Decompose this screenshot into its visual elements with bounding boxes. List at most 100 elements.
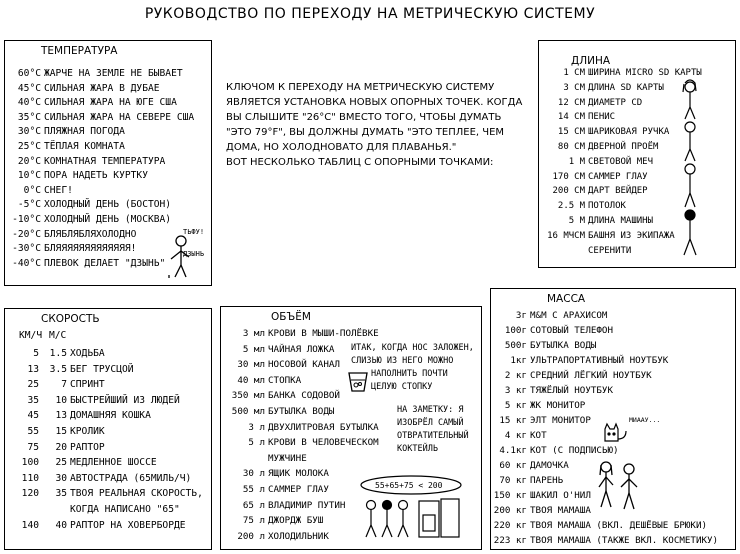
length-label: ПОТОЛОК [588, 201, 626, 212]
mass-value: 500г [504, 340, 527, 351]
mass-label: M&M С АРАХИСОМ [530, 310, 608, 321]
speed-ms: 10 [55, 394, 67, 406]
stick-figure-tower [682, 79, 697, 256]
speed-ms: 35 [55, 488, 67, 500]
temperature-label: СНЕГ! [44, 184, 73, 196]
temperature-label: ПЛЯЖНАЯ ПОГОДА [44, 126, 125, 138]
speed-header-ms: М/С [49, 330, 67, 341]
temperature-label: ХОЛОДНЫЙ ДЕНЬ (МОСКВА) [44, 214, 172, 225]
speed-kmh: 25 [27, 379, 39, 391]
mass-value: 200 кг [493, 505, 527, 516]
mass-label: ЭЛТ МОНИТОР [530, 415, 591, 426]
intro-line: КЛЮЧОМ К ПЕРЕХОДУ НА МЕТРИЧЕСКУЮ СИСТЕМУ [226, 82, 495, 93]
ding-label: ДЗЫНЬ [183, 250, 205, 258]
speed-ms: 25 [55, 457, 67, 469]
length-label: БАШНЯ ИЗ ЭКИПАЖА [588, 230, 675, 241]
volume-label: ЯЩИК МОЛОКА [268, 468, 329, 480]
length-label: ШИРИНА MICRO SD КАРТЫ [588, 68, 702, 78]
speed-title: СКОРОСТЬ [41, 313, 100, 325]
speed-row: КОГДА НАПИСАНО "65" [9, 503, 180, 516]
volume-value: 350 мл [231, 390, 265, 402]
length-value: 5 М [568, 216, 585, 226]
mass-value: 4.1кг [499, 445, 527, 456]
volume-label: ВЛАДИМИР ПУТИН [268, 499, 346, 511]
length-value: 12 СМ [557, 97, 585, 108]
speed-kmh: 110 [21, 472, 39, 484]
temperature-label: БЛЯЯЯЯЯЯЯЯЯЯЯЯЯ! [44, 243, 137, 255]
mass-value: 2 кг [504, 370, 527, 381]
intro-line: ДОМА, НО ХОЛОДНОВАТО ДЛЯ ПЛАВАНЬЯ." [226, 142, 457, 153]
mass-label: КОТ [530, 430, 547, 441]
temperature-title: ТЕМПЕРАТУРА [41, 45, 118, 57]
intro-line: ВОТ НЕСКОЛЬКО ТАБЛИЦ С ОПОРНЫМИ ТОЧКАМИ: [226, 157, 494, 168]
mass-value: 3 кг [504, 385, 527, 396]
speed-label: АВТОСТРАДА (65МИЛЬ/Ч) [70, 472, 192, 484]
volume-label: СТОПКА [268, 374, 302, 386]
temperature-label: КОМНАТНАЯ ТЕМПЕРАТУРА [44, 155, 166, 167]
temperature-label: СИЛЬНАЯ ЖАРА В ДУБАЕ [44, 82, 160, 94]
speed-label: МЕДЛЕННОЕ ШОССЕ [70, 457, 157, 469]
mass-label: ПАРЕНЬ [530, 475, 564, 486]
length-value: 2.5 М [557, 201, 585, 212]
length-label: ДВЕРНОЙ ПРОЁМ [588, 142, 659, 152]
volume-label: НОСОВОЙ КАНАЛ [268, 359, 340, 371]
mass-label: ТВОЯ МАМАША [530, 505, 591, 516]
length-label: ДАРТ ВЕЙДЕР [588, 186, 648, 197]
speed-ms: 3.5 [49, 363, 67, 375]
length-value: 14 СМ [557, 112, 585, 123]
mass-value: 1кг [510, 355, 527, 366]
temperature-label: ТЁПЛАЯ КОМНАТА [44, 141, 125, 152]
length-value: 200 СМ [552, 186, 585, 197]
intro-text: КЛЮЧОМ К ПЕРЕХОДУ НА МЕТРИЧЕСКУЮ СИСТЕМУ… [226, 80, 526, 170]
volume-value: 5 мл [242, 343, 265, 355]
shot-glass-icon [348, 372, 368, 392]
speed-label: ХОДЬБА [70, 348, 105, 359]
temperature-value: 20°C [17, 155, 41, 167]
mass-label: КОТ (С ПОДПИСЬЮ) [530, 445, 619, 456]
speed-kmh: 75 [27, 441, 39, 453]
mass-value: 60 кг [499, 460, 527, 471]
speed-ms: 13 [55, 410, 67, 422]
mass-value: 5 кг [504, 400, 527, 411]
length-label: САММЕР ГЛАУ [588, 171, 648, 182]
mass-label: ШАКИЛ О'НИЛ [530, 490, 591, 501]
mass-label: ЖК МОНИТОР [530, 400, 586, 411]
speed-kmh: 13 [27, 363, 39, 375]
temperature-label: БЛЯБЛЯБЛЯХОЛОДНО [44, 228, 137, 240]
temperature-value: 10°C [17, 170, 41, 182]
temperature-value: 45°C [17, 82, 41, 94]
speed-label: РАПТОР [70, 441, 105, 453]
intro-line: ЯВЛЯЕТСЯ УСТАНОВКА НОВЫХ ОПОРНЫХ ТОЧЕК. … [226, 97, 523, 108]
mass-label: ТЯЖЁЛЫЙ НОУТБУК [530, 385, 613, 396]
mass-value: 4 кг [504, 430, 527, 441]
cat-meow-label: МИААУ... [629, 416, 661, 424]
